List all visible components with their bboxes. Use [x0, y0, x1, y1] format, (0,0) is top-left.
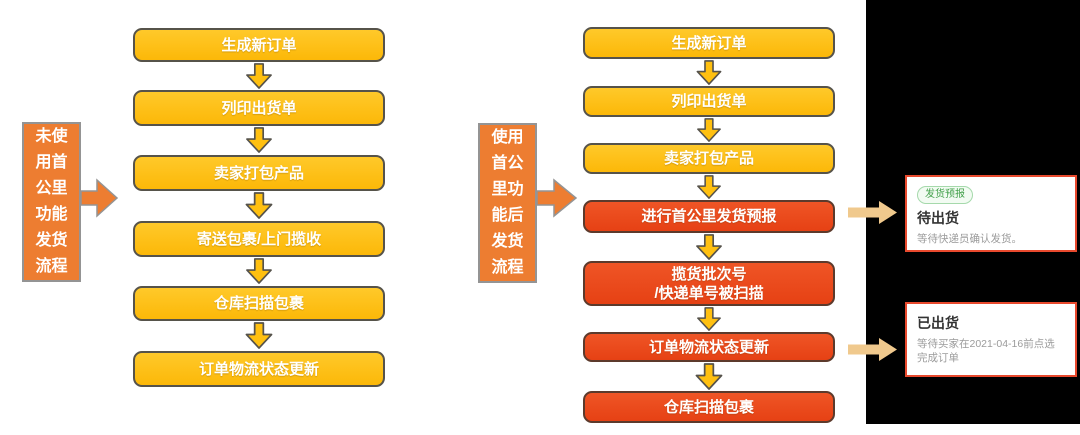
status-card-shipped: 已出货 等待买家在2021-04-16前点选完成订单	[905, 302, 1077, 377]
flow-step: 仓库扫描包裹	[583, 391, 835, 423]
flow-step: 订单物流状态更新	[583, 332, 835, 362]
connector-arrow-icon	[848, 338, 897, 361]
flow-step: 列印出货单	[583, 86, 835, 117]
down-arrow-icon	[246, 127, 272, 153]
flow-step: 仓库扫描包裹	[133, 286, 385, 321]
status-title: 已出货	[917, 315, 959, 331]
status-title: 待出货	[917, 210, 959, 226]
flow-step: 卖家打包产品	[133, 155, 385, 191]
flow-step: 进行首公里发货预报	[583, 200, 835, 233]
flow-step: 生成新订单	[583, 27, 835, 59]
forecast-badge: 发货预报	[917, 186, 973, 204]
flow-step: 列印出货单	[133, 90, 385, 126]
flow-step: 订单物流状态更新	[133, 351, 385, 387]
down-arrow-icon	[697, 307, 721, 331]
flow-step: 卖家打包产品	[583, 143, 835, 174]
down-arrow-icon	[246, 63, 272, 89]
down-arrow-icon	[245, 322, 273, 349]
left-flow-right-arrow-icon	[80, 178, 119, 218]
status-card-pending-shipment: 发货预报 待出货 等待快递员确认发货。	[905, 175, 1077, 252]
status-description: 等待快递员确认发货。	[917, 233, 1022, 245]
down-arrow-icon	[696, 234, 722, 260]
connector-arrow-icon	[848, 201, 897, 224]
down-arrow-icon	[697, 175, 721, 199]
down-arrow-icon	[697, 118, 721, 142]
flow-step: 揽货批次号 /快递单号被扫描	[583, 261, 835, 306]
flow-step: 寄送包裹/上门揽收	[133, 221, 385, 257]
down-arrow-icon	[246, 258, 272, 284]
down-arrow-icon	[695, 363, 723, 390]
left-flow-label: 未使用首公里功能发货流程	[22, 122, 81, 282]
flow-step: 生成新订单	[133, 28, 385, 62]
right-flow-right-arrow-icon	[536, 178, 578, 218]
down-arrow-icon	[245, 192, 273, 219]
status-description: 等待买家在2021-04-16前点选完成订单	[917, 338, 1055, 364]
down-arrow-icon	[696, 60, 722, 85]
right-flow-label: 使用首公里功能后发货流程	[478, 123, 537, 283]
